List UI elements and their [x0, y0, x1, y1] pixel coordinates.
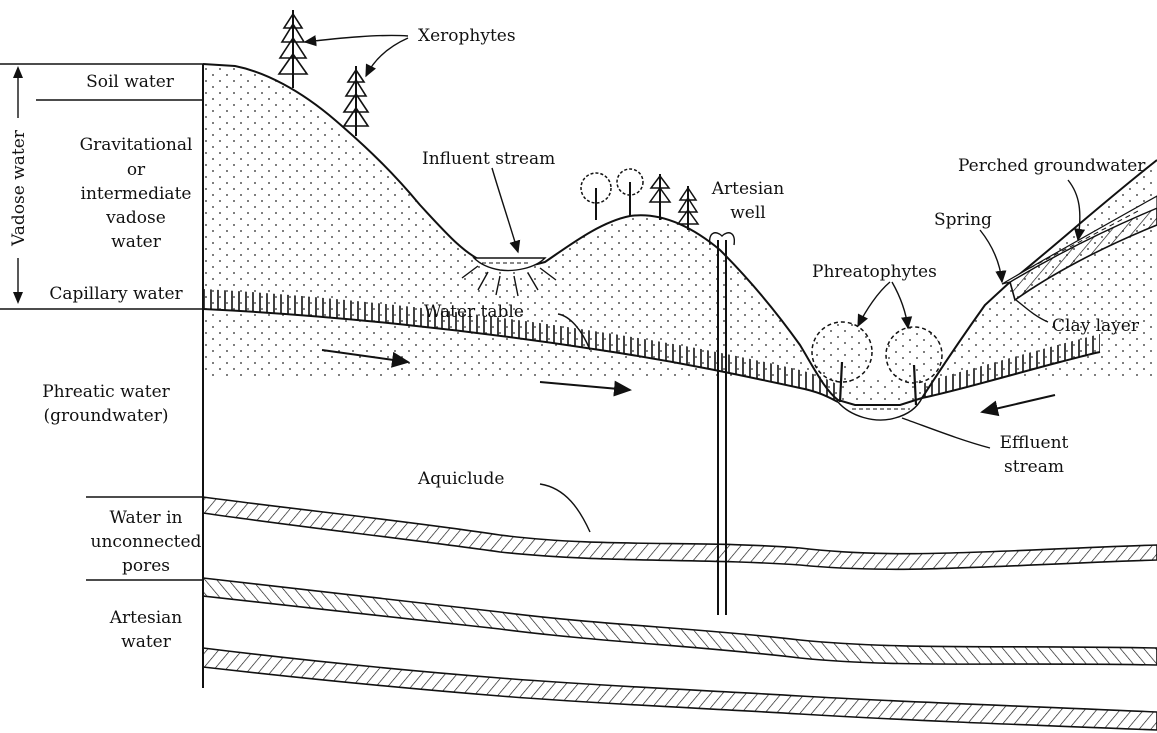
- artesian-well-label-2: well: [730, 203, 766, 223]
- soil-water-label: Soil water: [86, 72, 175, 92]
- xerophytes-leader-2: [366, 38, 408, 76]
- aquiclude-layer-middle: [203, 578, 1157, 665]
- spring-label: Spring: [934, 210, 992, 230]
- hill-tree-3: [650, 174, 670, 220]
- zone-scale: Vadose water Soil water Gravitational or…: [0, 64, 203, 688]
- unconnected-label-1: Water in: [110, 508, 183, 528]
- phreatophytes-label: Phreatophytes: [812, 262, 937, 282]
- flow-arrow-2: [540, 382, 630, 390]
- artesian-water-label-2: water: [121, 632, 172, 652]
- perched-groundwater-label: Perched groundwater: [958, 156, 1146, 176]
- gravitational-label-3: intermediate: [81, 184, 192, 204]
- gravitational-label-4: vadose: [105, 208, 166, 228]
- clay-layer-label: Clay layer: [1052, 316, 1140, 336]
- vadose-arrow-up: [13, 66, 23, 78]
- gravitational-label-2: or: [127, 160, 146, 180]
- phreatophytes-leader-2: [892, 282, 908, 328]
- phreatic-label-2: (groundwater): [44, 406, 169, 426]
- unconnected-label-3: pores: [122, 556, 170, 576]
- vadose-water-label: Vadose water: [9, 129, 29, 247]
- hill-tree-1: [581, 173, 611, 220]
- aquiclude-layers: [203, 497, 1157, 730]
- hill-tree-4: [678, 186, 698, 230]
- xerophyte-tree-1: [279, 10, 307, 88]
- capillary-water-label: Capillary water: [49, 284, 183, 304]
- aquiclude-leader: [540, 484, 590, 532]
- spring-leader: [980, 230, 1002, 282]
- xerophytes-leader-1: [305, 35, 408, 42]
- unconnected-label-2: unconnected: [91, 532, 202, 552]
- vadose-arrow-down: [13, 292, 23, 304]
- xerophytes-label: Xerophytes: [418, 26, 516, 46]
- aquiclude-layer-upper: [203, 497, 1157, 569]
- phreatic-label-1: Phreatic water: [42, 382, 170, 402]
- phreatophytes-leader-1: [858, 282, 890, 326]
- effluent-stream-leader: [902, 418, 990, 448]
- hill-tree-2: [617, 169, 643, 216]
- artesian-water-label-1: Artesian: [109, 608, 183, 628]
- artesian-well-label-1: Artesian: [711, 179, 785, 199]
- effluent-stream-label-1: Effluent: [1000, 433, 1069, 453]
- gravitational-label-1: Gravitational: [80, 135, 193, 155]
- xerophyte-tree-2: [344, 66, 368, 136]
- influent-stream-leader: [492, 168, 518, 252]
- aquiclude-label: Aquiclude: [417, 469, 504, 489]
- influent-stream-label: Influent stream: [422, 149, 555, 169]
- gravitational-label-5: water: [111, 232, 162, 252]
- effluent-stream-label-2: stream: [1004, 457, 1064, 477]
- flow-arrow-3: [982, 395, 1055, 412]
- well-fountain: [710, 233, 735, 245]
- water-table-label: Water table: [424, 302, 524, 322]
